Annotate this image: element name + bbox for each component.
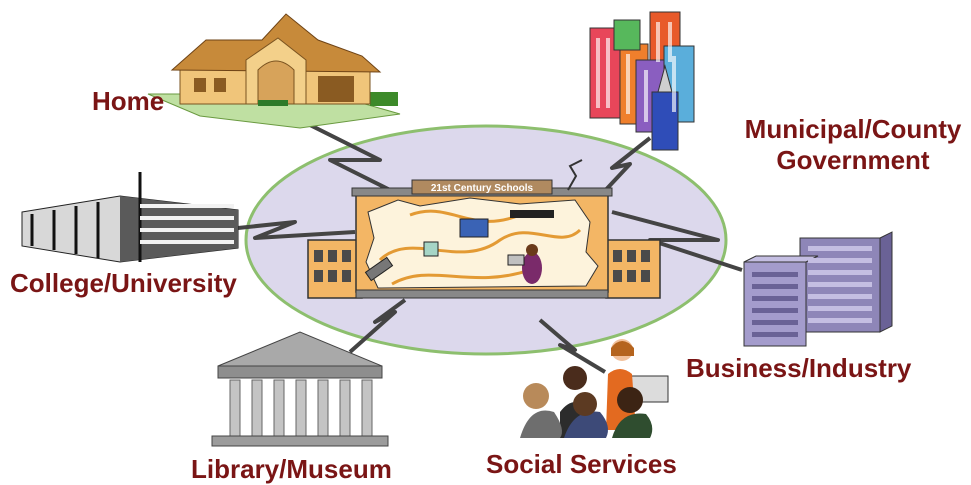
home-label: Home [92,86,165,116]
office-towers-icon [743,231,893,347]
municipal-label-line2: Government [776,145,930,175]
link-municipal [598,136,652,198]
school-icon [307,159,661,299]
library-museum-label: Library/Museum [191,454,392,484]
city-skyline-icon [589,11,695,151]
college-university-label: College/University [10,268,237,298]
municipal-county-government-label: Municipal/County Government [735,114,971,176]
link-business [611,210,743,272]
business-industry-label: Business/Industry [686,353,912,383]
school-banner-text: 21st Century Schools [431,183,534,194]
social-services-label: Social Services [486,449,677,479]
connection-links [237,118,743,374]
house-icon [147,13,401,129]
municipal-label-line1: Municipal/County [744,114,962,144]
columned-building-icon [211,331,389,447]
office-building-icon [21,172,239,263]
people-group-icon [520,339,669,438]
link-social [538,318,607,374]
link-library [348,298,407,354]
link-home [299,118,411,202]
link-college [237,220,356,240]
